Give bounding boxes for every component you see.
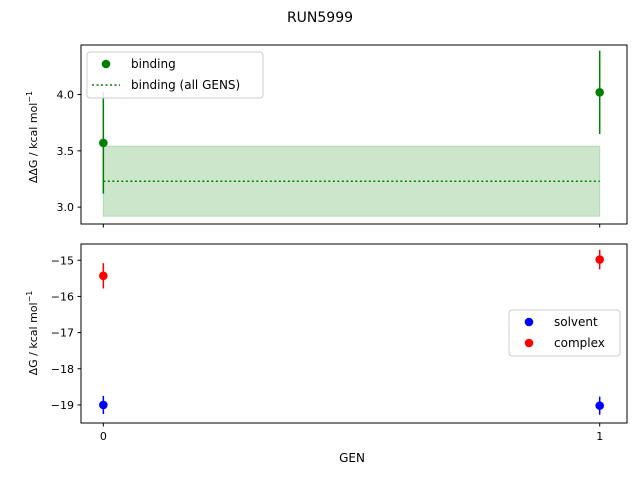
y-tick-label: 3.5 bbox=[57, 145, 75, 158]
legend-label-complex: complex bbox=[554, 336, 605, 350]
y-axis-label-superscript: −1 bbox=[25, 291, 34, 303]
y-axis-label: ΔΔG / kcal mol−1 bbox=[25, 91, 40, 183]
legend-frame bbox=[86, 51, 264, 99]
y-tick-label: −17 bbox=[51, 327, 74, 340]
solvent-point bbox=[99, 400, 108, 410]
y-axis-label-text: ΔΔG / kcal mol bbox=[27, 103, 40, 184]
binding-point bbox=[99, 138, 108, 148]
y-tick-label: −19 bbox=[51, 399, 74, 412]
y-tick-label: −15 bbox=[51, 254, 74, 267]
chart-title: RUN5999 bbox=[287, 10, 353, 26]
binding-point bbox=[595, 87, 604, 97]
legend: binding binding (all GENS) bbox=[86, 51, 264, 99]
y-tick-label: −18 bbox=[51, 363, 74, 376]
x-tick-label: 1 bbox=[596, 430, 603, 443]
y-axis-label-text: ΔG / kcal mol bbox=[27, 302, 40, 375]
complex-point bbox=[99, 271, 108, 281]
x-axis-label: GEN bbox=[339, 451, 365, 465]
axes-frame bbox=[80, 243, 628, 424]
legend-marker-solvent bbox=[524, 317, 534, 327]
legend-label-reference: binding (all GENS) bbox=[131, 78, 240, 92]
legend-marker-binding bbox=[101, 59, 111, 69]
y-tick-label: 4.0 bbox=[57, 89, 75, 102]
legend-marker-complex bbox=[524, 338, 534, 348]
x-tick-label: 0 bbox=[100, 430, 107, 443]
axes-frame bbox=[80, 44, 628, 225]
complex-point bbox=[595, 255, 604, 264]
solvent-point bbox=[595, 401, 604, 410]
legend-frame bbox=[508, 309, 621, 357]
legend-label-binding: binding bbox=[131, 57, 176, 71]
y-tick-label: −16 bbox=[51, 290, 74, 303]
y-axis-label: ΔG / kcal mol−1 bbox=[25, 291, 40, 376]
y-axis-label-superscript: −1 bbox=[25, 91, 34, 103]
bottom-panel: −15 −16 −17 −18 −19 0 1 ΔG / kcal mol−1 solvent c… bbox=[25, 243, 628, 443]
legend-label-solvent: solvent bbox=[554, 315, 598, 329]
legend: solvent complex bbox=[508, 309, 621, 357]
y-tick-label: 3.0 bbox=[57, 201, 75, 214]
